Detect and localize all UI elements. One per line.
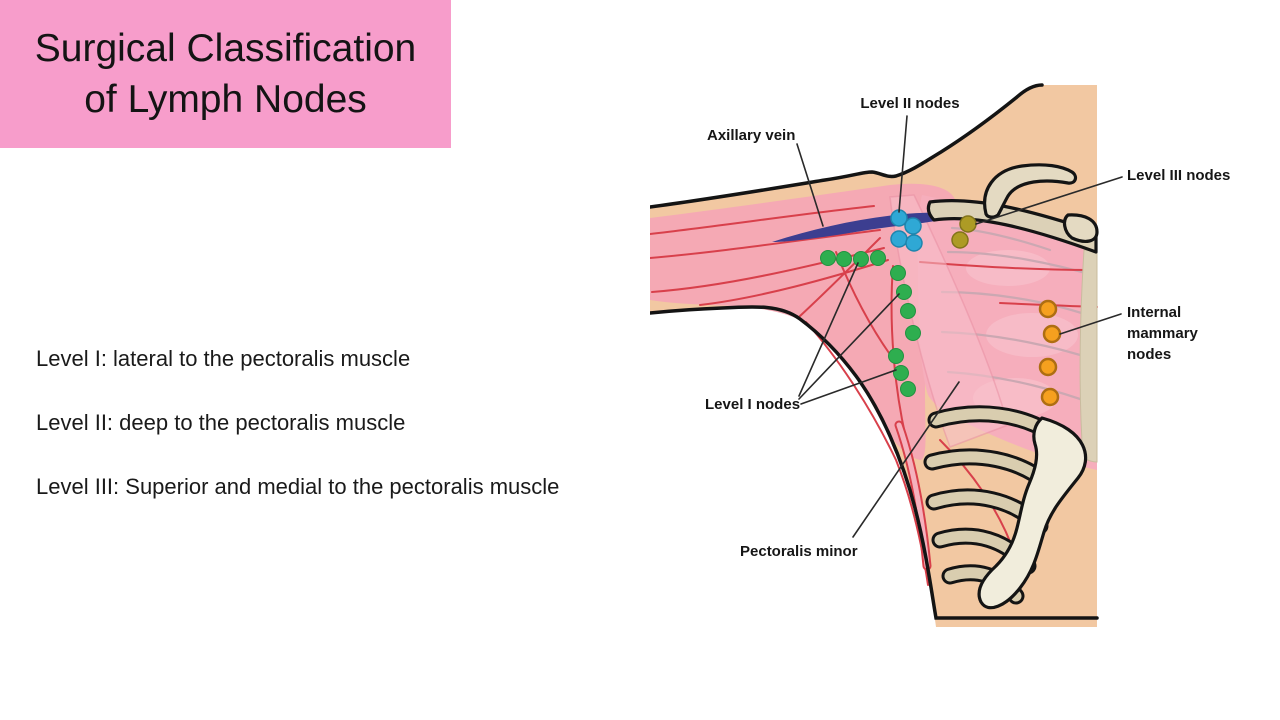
costal-cartilage-bone — [977, 416, 1088, 610]
pectoralis-minor-callout-line — [852, 381, 960, 538]
bullet-level-1: Level I: lateral to the pectoralis muscl… — [36, 346, 411, 371]
internal-mammary-nodes-label: Internal mammary nodes — [1127, 304, 1199, 363]
body-outline — [650, 83, 1099, 620]
coracoid-bone — [983, 163, 1078, 219]
pectoralis-minor-overlay — [889, 194, 1009, 448]
slide-title-line-1: Surgical Classification — [34, 27, 417, 70]
axillary-vein-callout-line — [796, 143, 824, 227]
level1-nodes-label: Level I nodes — [705, 396, 800, 413]
slide-title-line-2: of Lymph Nodes — [84, 78, 367, 121]
svg-text:mammary: mammary — [1127, 325, 1199, 342]
level1-callout-line-3 — [800, 369, 897, 405]
bullet-level-3: Level III: Superior and medial to the pe… — [36, 474, 560, 499]
title-box: Surgical Classification of Lymph Nodes — [0, 0, 451, 148]
level2-nodes-label: Level II nodes — [860, 95, 959, 112]
axillary-vein-label: Axillary vein — [707, 127, 795, 144]
bullet-level-2: Level II: deep to the pectoralis muscle — [36, 410, 406, 435]
level3-node-dots — [951, 215, 977, 249]
anatomy-diagram: Axillary vein Level II nodes Level III n… — [650, 83, 1230, 627]
sternum-bone — [1079, 249, 1098, 463]
level3-callout-line — [975, 176, 1123, 225]
level2-callout-line — [898, 115, 908, 213]
callout-lines — [796, 115, 1123, 538]
level2-node-dots — [890, 209, 923, 252]
level1-callout-line-2 — [798, 293, 900, 400]
internal-mammary-callout-line — [1059, 313, 1122, 335]
acromion-bone-end — [1062, 213, 1099, 243]
level3-nodes-label: Level III nodes — [1127, 167, 1230, 184]
level1-node-dots — [820, 250, 921, 397]
pectoralis-minor-label: Pectoralis minor — [740, 543, 858, 560]
svg-text:nodes: nodes — [1127, 346, 1171, 363]
level1-callout-line-1 — [798, 262, 859, 397]
svg-text:Internal: Internal — [1127, 304, 1181, 321]
